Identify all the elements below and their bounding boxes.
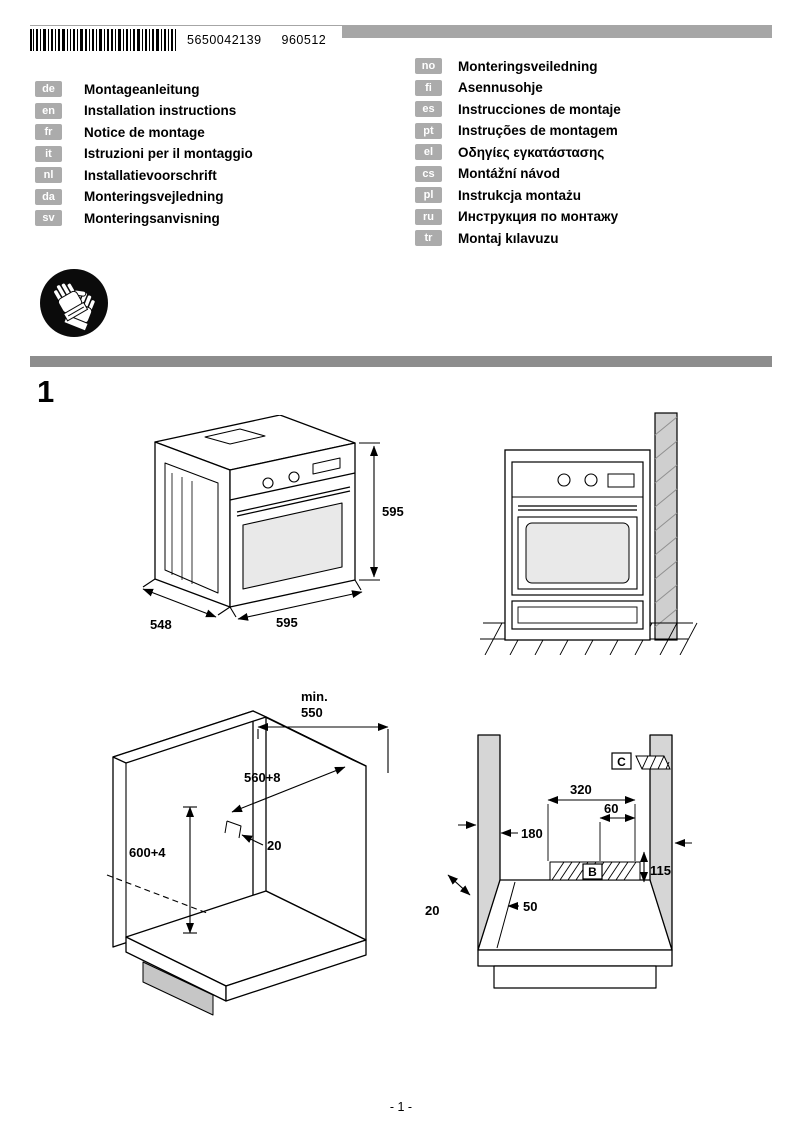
language-row: de Montageanleitung bbox=[35, 81, 253, 97]
wall bbox=[654, 412, 678, 641]
language-code-badge: en bbox=[35, 102, 62, 119]
language-title: Instruções de montagem bbox=[458, 123, 618, 138]
dim-label-rear-gap: 20 bbox=[267, 838, 281, 853]
dimension-lines bbox=[183, 723, 389, 934]
dim-label-60: 60 bbox=[604, 801, 618, 816]
language-row: cs Montážní návod bbox=[415, 165, 621, 182]
language-title: Installation instructions bbox=[84, 103, 237, 118]
language-code-badge: el bbox=[415, 144, 442, 160]
print-code: 960512 bbox=[281, 33, 327, 47]
language-code-badge: no bbox=[415, 58, 442, 74]
dim-label-115: 115 bbox=[650, 863, 671, 878]
dim-label-180: 180 bbox=[521, 826, 543, 841]
language-code-badge: pl bbox=[415, 187, 442, 203]
language-code-badge: da bbox=[35, 188, 62, 205]
language-title: Istruzioni per il montaggio bbox=[84, 146, 253, 161]
dim-label-oven-height: 595 bbox=[382, 504, 404, 519]
protective-gloves-icon bbox=[40, 269, 108, 337]
accessory-label-c: C bbox=[617, 755, 626, 769]
language-row: fi Asennusohje bbox=[415, 79, 621, 96]
language-title: Инструкция по монтажу bbox=[458, 209, 619, 224]
barcode-number: 5650042139 bbox=[187, 33, 262, 47]
language-row: it Istruzioni per il montaggio bbox=[35, 145, 253, 162]
language-row: fr Notice de montage bbox=[35, 124, 253, 140]
label-b-box bbox=[582, 863, 603, 880]
language-title: Asennusohje bbox=[458, 80, 543, 95]
language-row: es Instrucciones de montaje bbox=[415, 101, 621, 117]
language-code-badge: pt bbox=[415, 122, 442, 139]
cabinet-body bbox=[112, 710, 367, 1016]
cabinet-isometric-figure: min. 550 560+8 600+4 20 bbox=[106, 689, 389, 1016]
language-row: el Οδηγίες εγκατάστασης bbox=[415, 144, 621, 160]
dim-label-oven-depth: 548 bbox=[150, 617, 172, 632]
language-row: pt Instruções de montagem bbox=[415, 122, 621, 139]
dim-label-depth-550: 550 bbox=[301, 705, 323, 720]
language-title: Monteringsanvisning bbox=[84, 210, 220, 226]
language-code-badge: cs bbox=[415, 165, 442, 182]
dim-label-inner-height: 600+4 bbox=[129, 845, 166, 860]
dimension-lines bbox=[142, 442, 380, 621]
oven-isometric-figure: 595 548 595 bbox=[142, 415, 404, 632]
language-code-badge: es bbox=[415, 101, 442, 117]
oven-installed-figure bbox=[480, 412, 698, 655]
language-code-badge: ru bbox=[415, 208, 442, 225]
dim-label-min: min. bbox=[301, 689, 328, 704]
language-title: Montageanleitung bbox=[84, 81, 200, 97]
accessory-detail bbox=[611, 752, 671, 770]
language-title: Οδηγίες εγκατάστασης bbox=[458, 144, 605, 160]
language-title: Notice de montage bbox=[84, 124, 205, 140]
section-number: 1 bbox=[37, 374, 55, 409]
barcode-icon bbox=[30, 29, 176, 51]
language-row: en Installation instructions bbox=[35, 102, 253, 119]
language-row: da Monteringsvejledning bbox=[35, 188, 253, 205]
language-code-badge: fi bbox=[415, 79, 442, 96]
barcode-block: 5650042139 960512 bbox=[30, 26, 343, 54]
oven-body bbox=[154, 415, 356, 608]
language-title: Installatievoorschrift bbox=[84, 167, 217, 183]
dim-label-20: 20 bbox=[425, 903, 439, 918]
language-title: Montážní návod bbox=[458, 166, 560, 181]
language-title: Montaj kılavuzu bbox=[458, 230, 559, 246]
language-title: Instrucciones de montaje bbox=[458, 101, 621, 117]
language-row: no Monteringsveiledning bbox=[415, 58, 621, 74]
language-code-badge: tr bbox=[415, 230, 442, 246]
zone-label-b: B bbox=[588, 865, 597, 879]
language-title: Monteringsvejledning bbox=[84, 189, 224, 204]
niche-section-figure: B C 320 60 180 115 50 20 bbox=[425, 734, 692, 989]
language-row: sv Monteringsanvisning bbox=[35, 210, 253, 226]
language-code-badge: sv bbox=[35, 210, 62, 226]
dim-label-oven-width: 595 bbox=[276, 615, 298, 630]
language-list-left: de Montageanleitung en Installation instru… bbox=[35, 81, 253, 226]
dim-label-inner-width: 560+8 bbox=[244, 770, 281, 785]
language-code-badge: de bbox=[35, 81, 62, 97]
language-row: pl Instrukcja montażu bbox=[415, 187, 621, 203]
language-row: nl Installatievoorschrift bbox=[35, 167, 253, 183]
language-title: Instrukcja montażu bbox=[458, 187, 582, 203]
hidden-edge-dashed-line bbox=[106, 874, 208, 914]
language-code-badge: nl bbox=[35, 167, 62, 183]
niche-body bbox=[477, 734, 673, 989]
language-row: tr Montaj kılavuzu bbox=[415, 230, 621, 246]
page-number: - 1 - bbox=[389, 1100, 413, 1114]
dimension-lines bbox=[447, 796, 692, 910]
language-code-badge: it bbox=[35, 145, 62, 162]
language-row: ru Инструкция по монтажу bbox=[415, 208, 621, 225]
dim-label-320: 320 bbox=[570, 782, 592, 797]
section-divider-bar bbox=[30, 356, 772, 367]
language-title: Monteringsveiledning bbox=[458, 58, 598, 74]
dim-label-50: 50 bbox=[523, 899, 537, 914]
cabinet-with-oven bbox=[504, 449, 651, 641]
language-code-badge: fr bbox=[35, 124, 62, 140]
